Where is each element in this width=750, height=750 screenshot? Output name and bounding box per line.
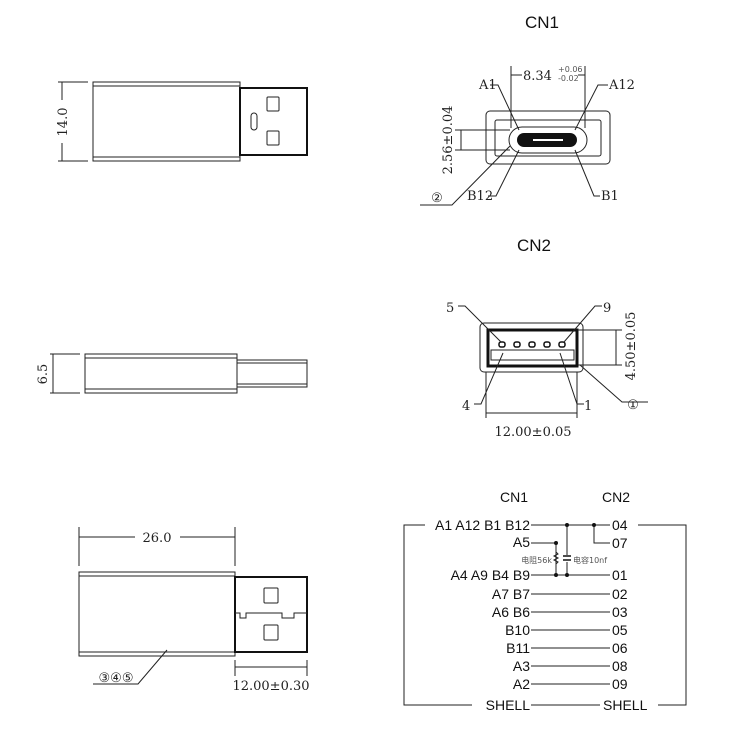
cn2-outer-frame [479, 322, 584, 373]
cn2-header: CN2 [602, 489, 630, 505]
schematic-label: 05 [612, 622, 628, 638]
usb-a-plug [239, 87, 308, 156]
schematic-label: B11 [506, 640, 530, 656]
schematic-label: 03 [612, 604, 628, 620]
schematic-label: 08 [612, 658, 628, 674]
pin-label-5: 5 [446, 301, 454, 316]
schematic-label: A5 [513, 534, 530, 550]
pin-label-a12: A12 [608, 78, 635, 93]
tolerance-lower: -0.02 [558, 74, 579, 83]
schematic-row: A4 A9 B4 B9 01 [451, 525, 628, 583]
pin-label-b12: B12 [467, 189, 493, 204]
cn1-outer-frame [485, 110, 611, 165]
adapter-body [78, 571, 236, 657]
schematic-row: B11 06 [506, 640, 628, 656]
type-c-receptacle [508, 126, 588, 154]
pin-label-4: 4 [462, 399, 470, 414]
shell-left: SHELL [486, 697, 531, 713]
schematic-label: A1 A12 B1 B12 [435, 517, 530, 533]
plug-window [266, 96, 280, 112]
usb-a-plug [234, 576, 308, 653]
schematic-label: A3 [513, 658, 530, 674]
plug-window [263, 624, 279, 641]
schematic-row: A7 B7 02 [492, 586, 628, 602]
cn1-title: CN1 [525, 13, 559, 32]
plug-length-dimension: 12.00±0.30 [232, 679, 309, 694]
cn1-header: CN1 [500, 489, 528, 505]
pin-label-a1: A1 [478, 78, 497, 93]
schematic-label: 04 [612, 517, 628, 533]
cn1-height-dimension: 2.56±0.04 [441, 106, 456, 175]
pin-label-9: 9 [603, 301, 611, 316]
schematic-label: A2 [513, 676, 530, 692]
usb-a-receptacle [486, 328, 579, 368]
schematic-label: 02 [612, 586, 628, 602]
schematic-row: B10 05 [505, 622, 628, 638]
callout-2: ② [431, 191, 443, 206]
callout-1: ① [627, 398, 639, 413]
contact-pins [498, 341, 566, 348]
schematic-row: A1 A12 B1 B12 04 [435, 517, 628, 533]
capacitor-symbol: 电容10nf [562, 555, 607, 565]
resistor-label: 电阻56k [521, 555, 552, 565]
pin-label-b1: B1 [601, 189, 619, 204]
shell-right: SHELL [603, 697, 648, 713]
cn2-width-dimension: 12.00±0.05 [494, 425, 571, 440]
schematic-row: A5 07 [513, 525, 628, 575]
schematic-label: 01 [612, 567, 628, 583]
adapter-body [84, 353, 238, 394]
length-dimension: 26.0 [143, 531, 172, 546]
adapter-body [92, 81, 241, 162]
schematic-label: A7 B7 [492, 586, 530, 602]
side-view: 6.5 [36, 353, 308, 394]
cn2-height-dimension: 4.50±0.05 [624, 312, 639, 381]
cn2-title: CN2 [517, 236, 551, 255]
plug-window [266, 130, 280, 146]
top-view: 14.0 [56, 81, 308, 162]
pin-label-1: 1 [584, 399, 592, 414]
cn2-view: CN2 5 9 4 1 12.00±0.05 4.50±0.05 ① [446, 236, 648, 440]
resistor-symbol: 电阻56k [521, 551, 560, 565]
capacitor-label: 电容10nf [573, 555, 607, 565]
width-dimension: 14.0 [56, 108, 71, 137]
schematic-label: 07 [612, 535, 628, 551]
plug-window [263, 587, 279, 604]
schematic-row: A3 08 [513, 658, 628, 674]
callout-345: ③④⑤ [99, 671, 134, 686]
schematic-row: A6 B6 03 [492, 604, 628, 620]
schematic-label: A4 A9 B4 B9 [451, 567, 531, 583]
type-c-slot-icon [250, 112, 258, 131]
schematic-label: B10 [505, 622, 530, 638]
cn1-width-dimension: 8.34 [523, 69, 552, 84]
wiring-schematic: CN1 CN2 SHELL SHELL A1 A12 B1 B12 04 A5 … [403, 489, 687, 713]
height-dimension: 6.5 [36, 364, 51, 385]
schematic-row: A2 09 [513, 676, 628, 692]
schematic-label: 09 [612, 676, 628, 692]
schematic-label: A6 B6 [492, 604, 530, 620]
usb-a-plug [236, 359, 308, 388]
tolerance-upper: +0.06 [558, 65, 583, 74]
bottom-view: 26.0 12.00±0.30 ③④⑤ [78, 527, 310, 694]
schematic-label: 06 [612, 640, 628, 656]
cn1-view: CN1 8.34 +0.06 -0.02 A1 A12 B12 B1 2.56±… [420, 13, 635, 206]
